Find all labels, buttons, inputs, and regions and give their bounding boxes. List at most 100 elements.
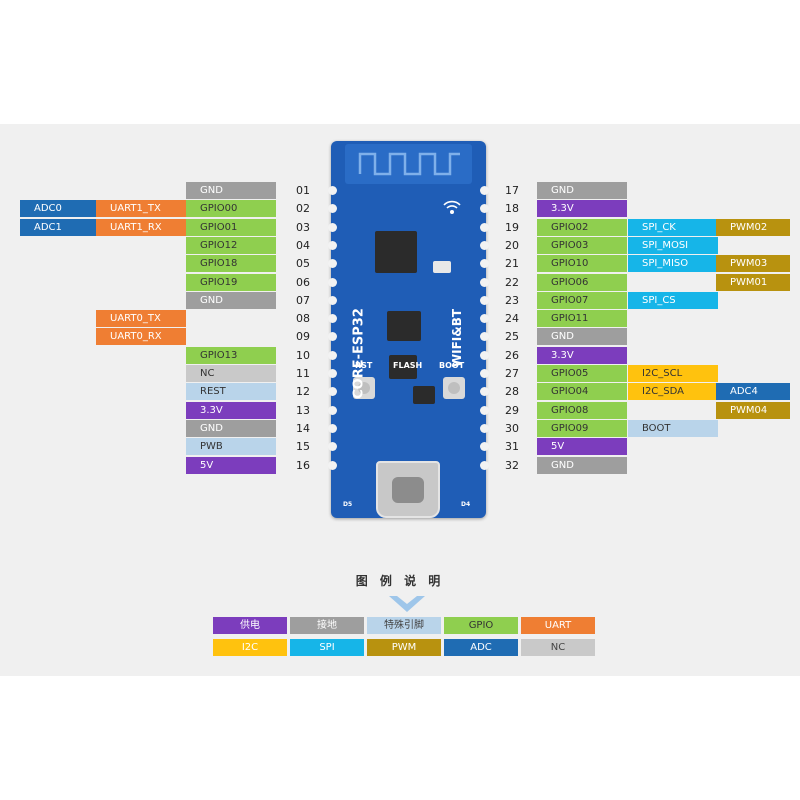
pin-number: 15 <box>296 440 310 454</box>
small-chip <box>389 355 417 379</box>
pin-number: 22 <box>505 275 519 289</box>
pad <box>328 423 337 433</box>
boot-button[interactable] <box>443 377 465 399</box>
legend-item-adc: ADC <box>444 639 518 656</box>
pin-label-pwm: PWM02 <box>716 218 790 236</box>
pad <box>328 277 337 287</box>
pin-label-adc: ADC1 <box>20 218 110 236</box>
pad <box>328 369 337 378</box>
pad <box>480 222 489 232</box>
pin-label-adc: ADC0 <box>20 200 110 218</box>
pin-label-pwm: PWM04 <box>716 401 790 419</box>
legend-title: 图 例 说 明 <box>355 574 445 588</box>
pin-label-power: 5V <box>186 456 276 474</box>
pin-label-spi: SPI_MOSI <box>628 236 718 254</box>
pin-label-gpio: GPIO03 <box>537 236 627 254</box>
pad <box>480 295 489 305</box>
arrow-down-icon <box>389 596 425 612</box>
pin-label-uart: UART0_TX <box>96 310 186 328</box>
boot-label: BOOT <box>439 361 465 370</box>
flash-chip <box>387 311 421 341</box>
pin-label-nc: NC <box>186 365 276 382</box>
pin-label-uart: UART1_TX <box>96 200 186 218</box>
pin-label-uart: UART0_RX <box>96 328 186 346</box>
legend-item-gnd: 接地 <box>290 617 364 634</box>
pin-label-pwm: PWM01 <box>716 273 790 291</box>
regulator-chip <box>413 386 435 404</box>
pin-label-pwm: PWM03 <box>716 255 790 273</box>
pin-label-i2c: I2C_SDA <box>628 383 718 401</box>
pin-number: 27 <box>505 367 519 380</box>
pin-number: 19 <box>505 220 519 234</box>
antenna-trace-icon <box>358 152 460 176</box>
pin-number: 17 <box>505 184 519 197</box>
pad <box>328 442 337 452</box>
usb-c-connector[interactable] <box>376 461 440 518</box>
pad <box>480 460 489 470</box>
pin-label-gpio: GPIO19 <box>186 273 276 291</box>
pin-label-gpio: GPIO05 <box>537 365 627 382</box>
pin-number: 32 <box>505 458 519 472</box>
legend-item-uart: UART <box>521 617 595 634</box>
esp32-chip <box>375 231 417 273</box>
pin-number: 06 <box>296 275 310 289</box>
pad <box>480 387 489 397</box>
pin-label-gnd: GND <box>537 182 627 199</box>
pin-label-special: PWB <box>186 438 276 456</box>
pad <box>480 240 489 250</box>
wifi-icon <box>443 200 461 214</box>
pin-label-gpio: GPIO02 <box>537 218 627 236</box>
pad <box>328 314 337 324</box>
pad <box>328 350 337 360</box>
board-name-label: CORE-ESP32 <box>351 308 367 399</box>
pad <box>328 387 337 397</box>
pin-label-adc: ADC4 <box>716 383 790 401</box>
pin-label-gnd: GND <box>186 291 276 309</box>
rst-button[interactable] <box>353 377 375 399</box>
legend-item-pwm: PWM <box>367 639 441 656</box>
legend-item-i2c: I2C <box>213 639 287 656</box>
pin-label-power: 3.3V <box>537 200 627 218</box>
pin-label-gpio: GPIO06 <box>537 273 627 291</box>
pin-number: 11 <box>296 367 310 380</box>
pad <box>328 222 337 232</box>
pin-number: 18 <box>505 202 519 216</box>
pin-label-spi: SPI_CS <box>628 291 718 309</box>
pin-label-gpio: GPIO04 <box>537 383 627 401</box>
pad <box>328 460 337 470</box>
pin-label-gpio: GPIO08 <box>537 401 627 419</box>
legend-item-nc: NC <box>521 639 595 656</box>
pad <box>328 240 337 250</box>
pad <box>328 186 337 195</box>
pad <box>328 295 337 305</box>
legend-item-spi: SPI <box>290 639 364 656</box>
pin-label-gnd: GND <box>186 182 276 199</box>
crystal <box>433 261 451 273</box>
pin-label-power: 3.3V <box>537 346 627 364</box>
d4-label: D4 <box>461 501 471 508</box>
pin-number: 25 <box>505 330 519 344</box>
pin-number: 09 <box>296 330 310 344</box>
pad <box>480 405 489 415</box>
pad <box>480 442 489 452</box>
pad <box>328 204 337 214</box>
pin-label-power: 5V <box>537 438 627 456</box>
pin-label-gpio: GPIO11 <box>537 310 627 328</box>
pad <box>328 259 337 269</box>
pin-number: 21 <box>505 257 519 271</box>
pin-label-gpio: GPIO10 <box>537 255 627 273</box>
pin-number: 08 <box>296 312 310 326</box>
pin-number: 12 <box>296 385 310 399</box>
pad <box>480 423 489 433</box>
pad <box>328 332 337 342</box>
pad <box>480 332 489 342</box>
pin-number: 10 <box>296 348 310 362</box>
pin-label-i2c: I2C_SCL <box>628 365 718 382</box>
pin-label-gnd: GND <box>537 456 627 474</box>
rst-label: RST <box>355 361 373 370</box>
pin-label-spi: SPI_MISO <box>628 255 718 273</box>
pad <box>480 259 489 269</box>
pin-number: 13 <box>296 403 310 417</box>
pin-label-uart: UART1_RX <box>96 218 186 236</box>
pin-number: 20 <box>505 238 519 252</box>
